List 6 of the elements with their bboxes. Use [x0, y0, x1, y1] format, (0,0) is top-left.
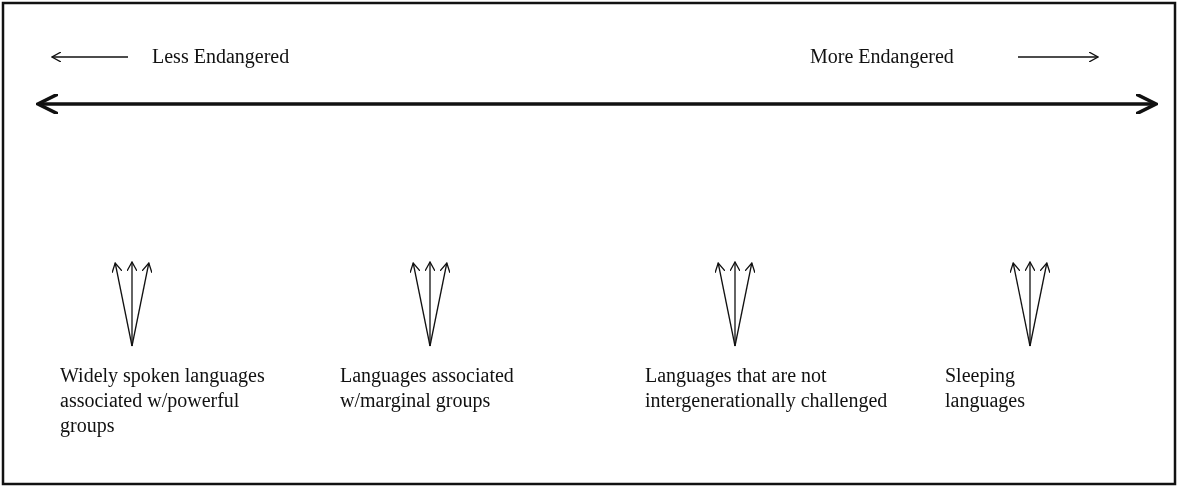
category-text: Sleeping languages	[945, 363, 1026, 413]
category-text: Languages associated w/marginal groups	[340, 363, 515, 413]
category-text: Widely spoken languages associated w/powerful groups	[60, 363, 266, 438]
scale-end-label: More Endangered	[810, 44, 954, 69]
category-text: Languages that are not intergenerationally challenged	[645, 363, 889, 413]
scale-end-label: Less Endangered	[152, 44, 290, 69]
